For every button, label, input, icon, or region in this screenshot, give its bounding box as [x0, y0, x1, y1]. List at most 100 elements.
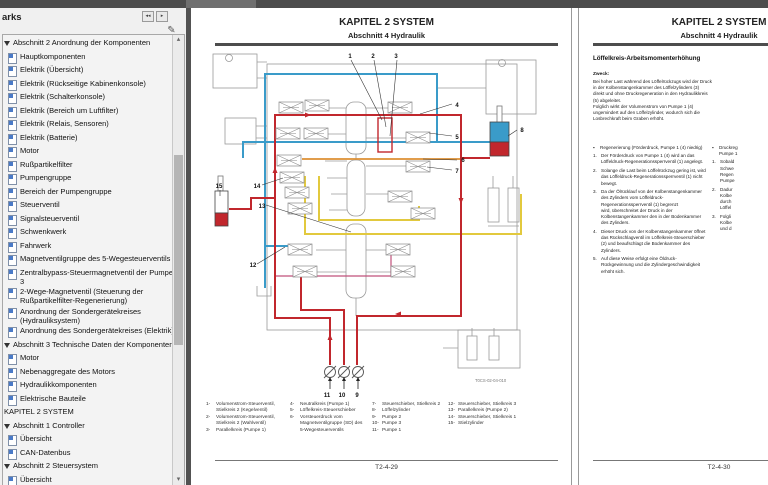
legend-text: Pumpe 1 [382, 427, 402, 433]
bookmark-label[interactable]: Elektrik (Rückseitige Kabinenkonsole) [20, 78, 146, 88]
bookmark-item[interactable]: Abschnitt 2 Steuersystem [3, 460, 181, 474]
bookmark-item[interactable]: Übersicht [3, 433, 181, 447]
page-header-subtitle: Abschnitt 4 Hydraulik [347, 31, 426, 40]
bookmark-label[interactable]: CAN-Datenbus [20, 447, 71, 457]
bookmark-label[interactable]: Steuerventil [20, 200, 60, 209]
bookmark-label[interactable]: Übersicht [20, 434, 52, 444]
bookmark-label[interactable]: Hydraulikkomponenten [20, 380, 97, 390]
bookmark-label[interactable]: Übersicht [20, 474, 52, 484]
panel-divider[interactable] [186, 8, 191, 485]
bookmark-label[interactable]: Rußpartikelfilter [20, 159, 73, 169]
bookmark-item[interactable]: Zentralbypass-Steuermagnetventil der Pum… [3, 267, 181, 287]
expand-button[interactable]: ▸ [156, 11, 168, 22]
bookmark-item[interactable]: Übersicht [3, 474, 181, 485]
bookmark-item[interactable]: Elektrik (Relais, Sensoren) [3, 118, 181, 132]
sidebar-scrollbar[interactable]: ▴ ▾ [172, 35, 184, 485]
callout-label: 12 [250, 263, 257, 269]
legend-entry: 4- Neutralkreis (Pumpe 1) [290, 402, 370, 408]
scroll-down-icon[interactable]: ▾ [176, 476, 181, 483]
bookmark-item[interactable]: Elektrik (Rückseitige Kabinenkonsole) [3, 78, 181, 92]
bookmark-item[interactable]: Hauptkomponenten [3, 51, 181, 65]
legend-number: 13- [448, 408, 455, 414]
collapse-all-button[interactable]: ◂◂ [142, 11, 154, 22]
bookmark-item[interactable]: Magnetventilgruppe des 5-Wegesteuerventi… [3, 253, 181, 267]
bookmark-label[interactable]: Zentralbypass-Steuermagnetventil der Pum… [20, 267, 173, 286]
bookmark-label[interactable]: Bereich der Pumpengruppe [20, 186, 112, 196]
bookmark-label[interactable]: Signalsteuerventil [20, 213, 80, 223]
bookmark-item[interactable]: Elektrik (Bereich um Luftfilter) [3, 105, 181, 119]
legend-number: 6- [290, 414, 295, 420]
bookmark-item[interactable]: Hydraulikkomponenten [3, 379, 181, 393]
bookmark-label[interactable]: Motor [20, 353, 40, 363]
bookmark-label[interactable]: Anordnung des Sondergerätekreises (Elekt… [20, 326, 174, 336]
bookmark-page-icon [8, 435, 17, 447]
legend-number: 2- [206, 414, 211, 420]
legend-entry: 11-Pumpe 1 [372, 428, 446, 434]
legend-entry: 9-Pumpe 2 [372, 415, 446, 421]
expand-arrow-icon[interactable] [4, 342, 10, 348]
bookmark-label[interactable]: Abschnitt 2 Steuersystem [13, 461, 99, 471]
expand-arrow-icon[interactable] [4, 41, 10, 46]
bookmark-label[interactable]: KAPITEL 2 SYSTEM [4, 407, 74, 417]
bookmark-item[interactable]: Anordnung des Sondergerätekreises (Elekt… [3, 325, 181, 339]
options-icon[interactable]: ✎ [167, 25, 176, 36]
numbered-item: 1.Der Förderdruck von Pumpe 1 (4) wird a… [593, 153, 713, 165]
bookmark-item[interactable]: 2-Wege-Magnetventil (Steuerung der Rußpa… [3, 286, 181, 306]
bookmark-label[interactable]: Schwenkwerk [20, 227, 67, 236]
bookmark-label[interactable]: Elektrische Bauteile [20, 393, 86, 403]
bookmark-item[interactable]: Abschnitt 2 Anordnung der Komponenten [3, 37, 181, 51]
bookmark-item[interactable]: KAPITEL 2 SYSTEM [3, 406, 181, 420]
bookmark-label[interactable]: Pumpengruppe [20, 173, 72, 182]
bookmark-label[interactable]: Anordnung der Sondergerätekreises (Hydra… [20, 306, 141, 325]
bookmark-item[interactable]: Rußpartikelfilter [3, 159, 181, 173]
bookmark-item[interactable]: Signalsteuerventil [3, 213, 181, 227]
bookmark-label[interactable]: Elektrik (Übersicht) [20, 65, 84, 74]
bookmark-item[interactable]: Steuerventil [3, 199, 181, 213]
bookmark-item[interactable]: Elektrische Bauteile [3, 393, 181, 407]
bookmark-label[interactable]: Elektrik (Bereich um Luftfilter) [20, 105, 119, 115]
legend-entry: 10-Pumpe 3 [372, 421, 446, 427]
bookmark-item[interactable]: Elektrik (Übersicht) [3, 64, 181, 78]
bookmark-item[interactable]: Abschnitt 3 Technische Daten der Kompone… [3, 339, 181, 353]
bookmark-item[interactable]: Motor [3, 145, 181, 159]
bookmark-label[interactable]: Magnetventilgruppe des 5-Wegesteuerventi… [20, 254, 171, 263]
bookmark-item[interactable]: Pumpengruppe [3, 172, 181, 186]
callout-label: 10 [339, 393, 346, 398]
footer-rule [215, 460, 558, 461]
bookmark-item[interactable]: Bereich der Pumpengruppe [3, 186, 181, 200]
bookmark-label[interactable]: Nebenaggregate des Motors [20, 366, 116, 376]
bookmark-item[interactable]: Elektrik (Schalterkonsole) [3, 91, 181, 105]
document-page-left[interactable]: KAPITEL 2 SYSTEM Abschnitt 4 Hydraulik [191, 8, 572, 485]
bookmark-label[interactable]: Motor [20, 146, 40, 155]
scroll-up-icon[interactable]: ▴ [176, 36, 181, 43]
bookmark-item[interactable]: Motor [3, 352, 181, 366]
bookmark-page-icon [8, 106, 17, 118]
bookmark-item[interactable]: Abschnitt 1 Controller [3, 420, 181, 434]
bookmark-item[interactable]: CAN-Datenbus [3, 447, 181, 461]
expand-arrow-icon[interactable] [4, 464, 10, 470]
purpose-text: Bei hoher Last während des Löffelrückzug… [593, 79, 712, 122]
bookmark-item[interactable]: Fahrwerk [3, 240, 181, 254]
bookmark-label[interactable]: Elektrik (Batterie) [20, 132, 78, 142]
bookmark-item[interactable]: Nebenaggregate des Motors [3, 366, 181, 380]
bookmark-label[interactable]: Elektrik (Relais, Sensoren) [20, 119, 109, 128]
expand-arrow-icon[interactable] [4, 423, 10, 429]
bookmark-item[interactable]: Elektrik (Batterie) [3, 132, 181, 146]
bookmark-label[interactable]: Abschnitt 2 Anordnung der Komponenten [13, 38, 151, 47]
bookmark-label[interactable]: Fahrwerk [20, 240, 52, 250]
bookmark-label[interactable]: 2-Wege-Magnetventil (Steuerung der Rußpa… [20, 287, 144, 306]
scrollbar-thumb[interactable] [174, 155, 183, 345]
footer-rule [593, 460, 768, 461]
bookmark-label[interactable]: Abschnitt 3 Technische Daten der Kompone… [13, 339, 174, 349]
bookmark-label[interactable]: Abschnitt 1 Controller [13, 420, 85, 430]
document-page-right[interactable]: KAPITEL 2 SYSTEM Abschnitt 4 Hydraulik L… [578, 8, 768, 485]
legend-text: Neutralkreis (Pumpe 1) [300, 402, 350, 407]
bookmark-page-icon [8, 381, 17, 393]
legend-number: 4- [290, 402, 295, 407]
item-number: 3. [593, 189, 597, 195]
bookmark-item[interactable]: Schwenkwerk [3, 226, 181, 240]
bookmark-label[interactable]: Hauptkomponenten [20, 51, 86, 61]
bookmark-item[interactable]: Anordnung der Sondergerätekreises (Hydra… [3, 306, 181, 326]
bookmark-label[interactable]: Elektrik (Schalterkonsole) [20, 92, 106, 101]
